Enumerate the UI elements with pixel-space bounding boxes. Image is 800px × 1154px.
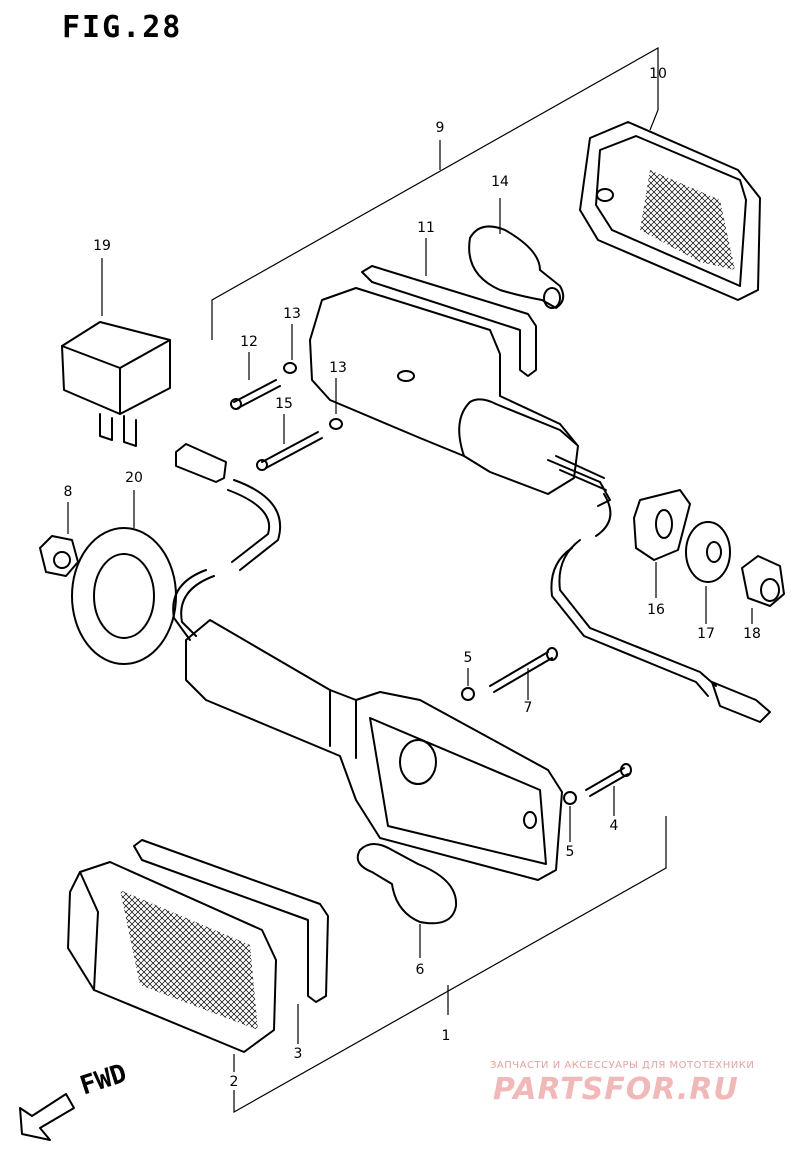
callout-14: 14	[491, 174, 509, 190]
callout-13-upper: 13	[283, 306, 301, 322]
part-12-screw	[230, 352, 281, 410]
part-14-bulb	[468, 198, 565, 309]
callout-1: 1	[441, 1028, 451, 1044]
callout-8: 8	[63, 484, 73, 500]
part-15-screw	[256, 414, 323, 471]
part-9-rear-housing	[309, 287, 611, 507]
callout-18: 18	[743, 626, 761, 642]
part-18-nut	[741, 555, 785, 624]
callout-17: 17	[697, 626, 715, 642]
callout-7: 7	[523, 700, 533, 716]
part-5-washer-lower	[563, 791, 577, 842]
callout-5-upper: 5	[463, 650, 473, 666]
arrow-down-left-icon	[19, 1093, 75, 1141]
callout-5-lower: 5	[565, 844, 575, 860]
callout-19: 19	[93, 238, 111, 254]
part-17-washer	[685, 521, 731, 624]
part-2-lens	[67, 861, 277, 1072]
part-16-grommet	[633, 489, 691, 598]
front-wire	[172, 443, 282, 641]
part-19-relay	[61, 258, 171, 447]
rear-wire	[550, 493, 771, 723]
callout-10: 10	[649, 66, 667, 82]
part-11-gasket	[361, 238, 537, 377]
callout-9: 9	[435, 120, 445, 136]
part-3-gasket	[133, 839, 329, 1044]
part-13-washer-upper	[283, 324, 297, 374]
part-6-bulb	[356, 843, 458, 958]
part-4-screw	[585, 763, 632, 816]
watermark-logo: PARTSFOR.RU	[493, 1072, 739, 1107]
part-7-screw	[489, 647, 558, 700]
callout-11: 11	[417, 220, 435, 236]
callout-6: 6	[415, 962, 425, 978]
part-10-rear-lens	[579, 109, 761, 301]
part-13-washer-lower	[329, 378, 343, 430]
part-1-front-housing	[185, 619, 563, 881]
callout-13-lower: 13	[329, 360, 347, 376]
figure-title: FIG.28	[62, 10, 183, 45]
part-8-nut	[39, 502, 79, 577]
callout-4: 4	[609, 818, 619, 834]
callout-16: 16	[647, 602, 665, 618]
assembly-bracket-1	[233, 816, 667, 1114]
callout-15: 15	[275, 396, 293, 412]
callout-2: 2	[229, 1074, 239, 1090]
part-20-grommet	[71, 490, 177, 665]
callout-12: 12	[240, 334, 258, 350]
watermark-tagline: ЗАПЧАСТИ И АКСЕССУАРЫ ДЛЯ МОТОТЕХНИКИ	[490, 1060, 755, 1071]
callout-3: 3	[293, 1046, 303, 1062]
part-5-washer-upper	[461, 668, 475, 701]
assembly-bracket-9	[211, 46, 659, 340]
callout-20: 20	[125, 470, 143, 486]
